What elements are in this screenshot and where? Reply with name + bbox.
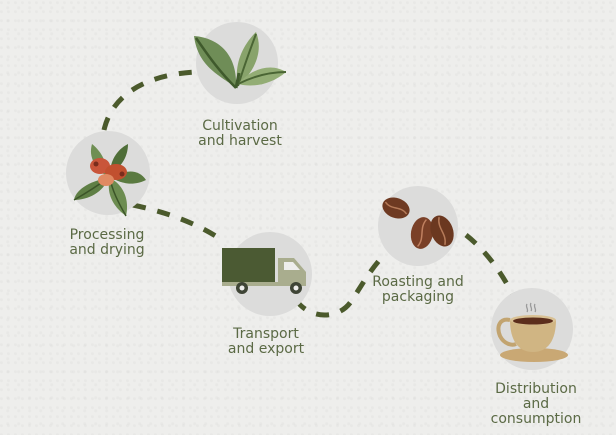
leaves-icon [194, 32, 287, 89]
coffee-cup-icon [496, 302, 568, 362]
step-label: Cultivation and harvest [198, 118, 282, 149]
truck-icon [222, 248, 306, 294]
coffee-beans-icon [382, 197, 454, 249]
step-label: Roasting and packaging [372, 274, 464, 305]
step-label: Processing and drying [69, 227, 145, 258]
coffee-cherries-icon [73, 144, 146, 217]
step-label: Distribution and consumption [490, 381, 582, 427]
step-label: Transport and export [227, 326, 305, 357]
